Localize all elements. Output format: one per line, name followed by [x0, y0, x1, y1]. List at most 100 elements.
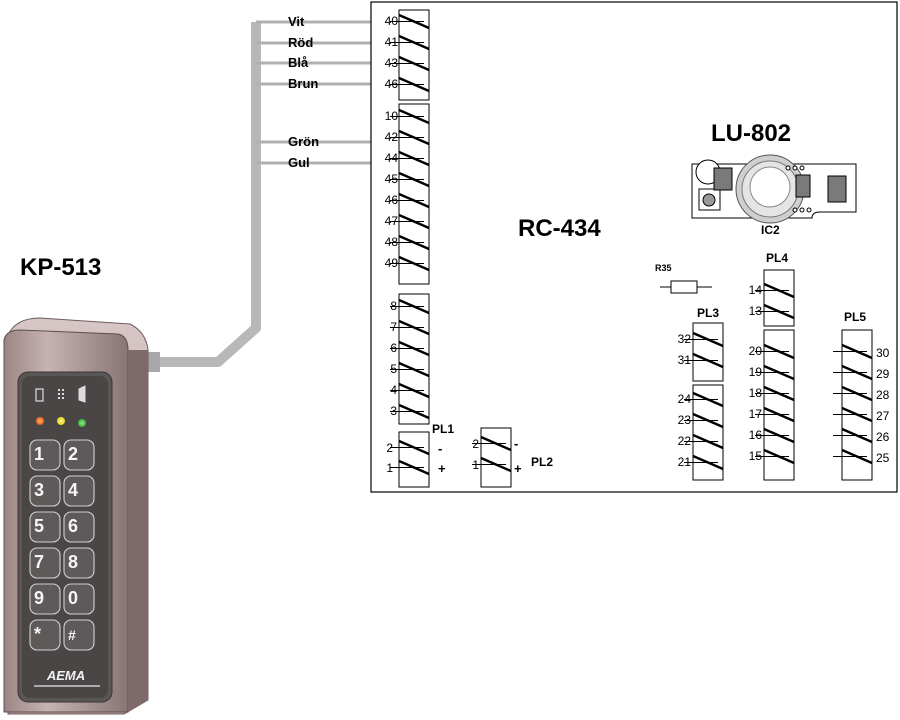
pin-number: 41 [385, 35, 399, 49]
resistor-label: R35 [655, 263, 672, 273]
terminal-blocks: 4041434610424445464748498765432-1+2-1+32… [385, 9, 890, 488]
wire-color-label: Blå [288, 55, 309, 70]
pin-number: 5 [390, 362, 397, 376]
pin-number: 2 [472, 437, 479, 451]
pl5-pin-30 [833, 343, 873, 360]
module-name: LU-802 [711, 120, 791, 147]
pl3-label: PL3 [697, 306, 719, 320]
keypad-key: 4 [63, 475, 95, 507]
terminal-46 [390, 192, 430, 209]
pin-number: 32 [678, 332, 692, 346]
pl4-pin-14 [755, 282, 795, 299]
terminal-8 [390, 298, 430, 315]
pin-number: 4 [390, 383, 397, 397]
pl1-pin-2 [390, 439, 430, 456]
keypad-dots-icon [58, 389, 64, 399]
pin-number: 25 [876, 451, 890, 465]
keypad-key-label: 6 [68, 516, 78, 536]
pin-number: 21 [678, 455, 692, 469]
terminal-46 [390, 76, 430, 93]
pin-number: 2 [386, 441, 393, 455]
card-icon [35, 388, 44, 402]
terminal-48 [390, 234, 430, 251]
terminal-44 [390, 150, 430, 167]
pl2-polarity: + [514, 461, 522, 476]
keypad-key-label: * [34, 624, 41, 644]
pl2-label: PL2 [531, 455, 553, 469]
pin-number: 17 [749, 407, 763, 421]
pin-number: 13 [749, 304, 763, 318]
pin-number: 14 [749, 283, 763, 297]
status-led-green [78, 419, 86, 427]
terminal-10 [390, 108, 430, 125]
keypad-key: # [63, 619, 95, 651]
keypad-key: 3 [29, 475, 61, 507]
pl4-pin-13 [755, 303, 795, 320]
resistor-r35 [660, 280, 712, 294]
pl3-pin-22 [684, 433, 724, 450]
controller-board [370, 1, 898, 493]
pin-number: 45 [385, 172, 399, 186]
pl4-pin-18 [755, 385, 795, 402]
door-icon [78, 385, 86, 403]
pin-number: 27 [876, 409, 890, 423]
pin-number: 22 [678, 434, 692, 448]
terminal-5 [390, 361, 430, 378]
pl3-pin-32 [684, 331, 724, 348]
pl1-pin-1 [390, 459, 430, 476]
pl4-pin-19 [755, 364, 795, 381]
keypad-key: 1 [29, 439, 61, 471]
pin-number: 18 [749, 386, 763, 400]
ic-label: IC2 [761, 223, 780, 237]
pin-number: 23 [678, 413, 692, 427]
keypad-key: 9 [29, 583, 61, 615]
pl5-pin-27 [833, 406, 873, 423]
terminal-block-frame [398, 9, 430, 101]
pin-number: 31 [678, 353, 692, 367]
keypad-key: 5 [29, 511, 61, 543]
pin-number: 1 [472, 458, 479, 472]
terminal-40 [390, 13, 430, 30]
status-led-yellow [57, 417, 65, 425]
terminal-block-frame [480, 427, 512, 488]
keypad-key-label: 5 [34, 516, 44, 536]
pin-number: 48 [385, 235, 399, 249]
terminal-45 [390, 171, 430, 188]
pin-number: 43 [385, 56, 399, 70]
pl3-pin-23 [684, 412, 724, 429]
pin-number: 30 [876, 346, 890, 360]
brand-logo: AEMA [46, 668, 85, 683]
pin-number: 40 [385, 14, 399, 28]
pin-number: 49 [385, 256, 399, 270]
keypad-key-label: 9 [34, 588, 44, 608]
terminal-6 [390, 340, 430, 357]
board-name: RC-434 [518, 215, 601, 242]
pin-number: 10 [385, 109, 399, 123]
pl1-polarity: + [438, 461, 446, 476]
terminal-block-frame [398, 103, 430, 285]
pin-number: 20 [749, 344, 763, 358]
keypad-key: 7 [29, 547, 61, 579]
pl5-pin-29 [833, 364, 873, 381]
keypad-model-label: KP-513 [20, 254, 101, 281]
pin-number: 28 [876, 388, 890, 402]
pl4-pin-15 [755, 448, 795, 465]
pin-number: 44 [385, 151, 399, 165]
pl2-polarity: - [514, 436, 518, 451]
keypad-key-label: 4 [68, 480, 78, 500]
terminal-47 [390, 213, 430, 230]
pl5-pin-28 [833, 385, 873, 402]
pl4-pin-16 [755, 427, 795, 444]
terminal-49 [390, 255, 430, 272]
pin-number: 46 [385, 193, 399, 207]
keypad-key-label: # [68, 627, 76, 643]
pin-number: 46 [385, 77, 399, 91]
module-lu802 [691, 154, 857, 224]
keypad-cable [146, 22, 261, 372]
terminal-43 [390, 55, 430, 72]
pin-number: 15 [749, 449, 763, 463]
pin-number: 26 [876, 430, 890, 444]
